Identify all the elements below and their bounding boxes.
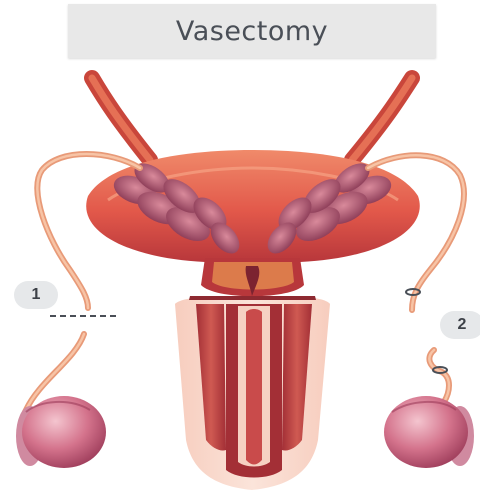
step-marker-2-label: 2 bbox=[458, 316, 467, 334]
step-marker-1-label: 1 bbox=[32, 286, 41, 304]
step-marker-2: 2 bbox=[440, 311, 480, 339]
penis-shaft bbox=[175, 296, 330, 490]
left-testis bbox=[16, 396, 106, 468]
right-testis bbox=[384, 396, 474, 468]
step-marker-1: 1 bbox=[14, 281, 58, 309]
page-title: Vasectomy bbox=[176, 16, 328, 47]
title-banner: Vasectomy bbox=[68, 4, 436, 58]
